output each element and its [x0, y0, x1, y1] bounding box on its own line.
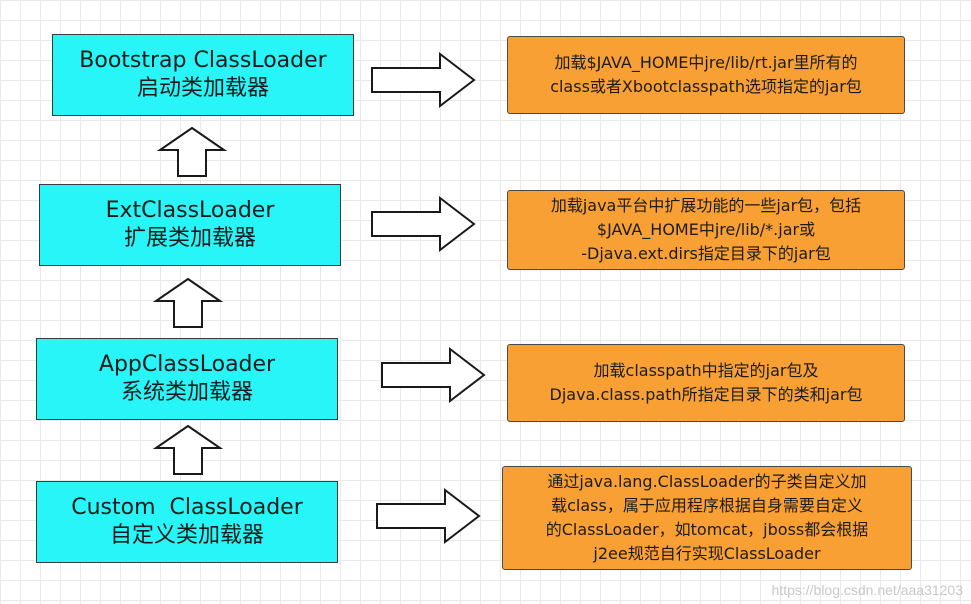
app-classloader-name: AppClassLoader	[98, 352, 276, 377]
ext-description-line: -Djava.ext.dirs指定目录下的jar包	[581, 244, 831, 263]
ext-classloader-box: ExtClassLoader 扩展类加载器	[39, 184, 341, 266]
up-arrow-custom-to-app	[152, 424, 224, 475]
bootstrap-description-line: class或者Xbootclasspath选项指定的jar包	[550, 77, 862, 96]
right-arrow-bootstrap	[371, 51, 476, 109]
bootstrap-description: 加载$JAVA_HOME中jre/lib/rt.jar里所有的 class或者X…	[507, 36, 905, 114]
app-classloader-box: AppClassLoader 系统类加载器	[36, 338, 338, 420]
up-arrow-app-to-ext	[152, 277, 224, 328]
bootstrap-description-line: 加载$JAVA_HOME中jre/lib/rt.jar里所有的	[554, 53, 858, 72]
custom-classloader-box: Custom ClassLoader 自定义类加载器	[36, 481, 338, 563]
custom-classloader-cn: 自定义类加载器	[109, 523, 264, 548]
ext-description-line: 加载java平台中扩展功能的一些jar包，包括	[550, 196, 862, 215]
custom-classloader-name: Custom ClassLoader	[71, 495, 303, 520]
custom-description-line: 通过java.lang.ClassLoader的子类自定义加	[547, 472, 867, 491]
up-arrow-ext-to-bootstrap	[156, 126, 228, 177]
app-description-line: Djava.class.path所指定目录下的类和jar包	[549, 385, 863, 404]
app-description-line: 加载classpath中指定的jar包及	[593, 361, 819, 380]
ext-classloader-cn: 扩展类加载器	[123, 226, 256, 251]
custom-description-line: j2ee规范自行实现ClassLoader	[593, 544, 821, 563]
custom-description-line: 载class，属于应用程序根据自身需要自定义	[551, 496, 863, 515]
app-description: 加载classpath中指定的jar包及 Djava.class.path所指定…	[507, 344, 905, 422]
right-arrow-custom	[376, 487, 481, 545]
ext-description-line: $JAVA_HOME中jre/lib/*.jar或	[596, 220, 816, 239]
custom-description: 通过java.lang.ClassLoader的子类自定义加 载class，属于…	[502, 466, 912, 570]
bootstrap-classloader-name: Bootstrap ClassLoader	[79, 48, 327, 73]
right-arrow-app	[381, 346, 486, 404]
ext-description: 加载java平台中扩展功能的一些jar包，包括 $JAVA_HOME中jre/l…	[507, 190, 905, 270]
ext-classloader-name: ExtClassLoader	[105, 198, 275, 223]
bootstrap-classloader-box: Bootstrap ClassLoader 启动类加载器	[52, 34, 354, 116]
watermark: https://blog.csdn.net/aaa31203	[771, 582, 963, 598]
bootstrap-classloader-cn: 启动类加载器	[136, 76, 269, 101]
right-arrow-ext	[371, 195, 476, 253]
custom-description-line: 的ClassLoader，如tomcat，jboss都会根据	[545, 520, 869, 539]
app-classloader-cn: 系统类加载器	[120, 380, 253, 405]
